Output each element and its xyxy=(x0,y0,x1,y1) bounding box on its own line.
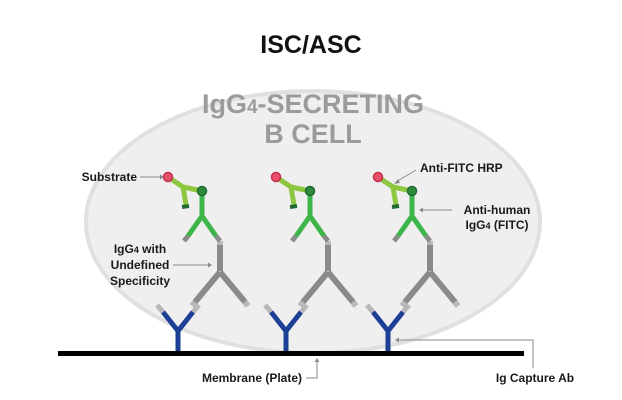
hrp-stem xyxy=(288,186,297,206)
fitc-dot xyxy=(304,185,316,197)
anti-fitc-hrp-leader xyxy=(395,169,417,183)
fitc-dot xyxy=(406,185,418,197)
igg4-antibody xyxy=(297,241,359,308)
capture-antibody xyxy=(155,303,201,351)
capture-ab-left-tip xyxy=(365,303,375,314)
anti-human-right-arm xyxy=(199,214,219,238)
igg4-right-tip xyxy=(452,300,461,308)
label-anti-human-line1: Anti-human xyxy=(464,203,531,217)
anti-human-right-tip xyxy=(424,234,432,243)
capture-ab-right-arm xyxy=(176,310,195,333)
substrate-dot xyxy=(372,171,384,183)
cell-label-line2: B CELL xyxy=(264,119,362,149)
anti-human-left-arm xyxy=(395,214,415,238)
anti-human-antibody xyxy=(182,193,222,243)
label-igg4-line1: IgG4 with xyxy=(114,242,166,256)
anti-human-right-tip xyxy=(322,234,330,243)
label-igg4-line2: Undefined xyxy=(111,258,170,272)
igg4-left-tip xyxy=(189,300,198,308)
igg4-right-arm xyxy=(217,270,248,304)
capture-ab-right-tip xyxy=(401,303,411,314)
igg4-antibody xyxy=(189,241,251,308)
anti-human-left-arm xyxy=(185,214,205,238)
antibody-assembly xyxy=(365,171,461,351)
anti-human-right-arm xyxy=(307,214,327,238)
anti-fitc-hrp-arrowhead xyxy=(394,179,400,184)
capture-leader xyxy=(399,339,534,368)
capture-antibody xyxy=(263,303,309,351)
igg4-left-tip xyxy=(399,300,408,308)
igg4-right-tip xyxy=(242,300,251,308)
capture-ab-left-arm xyxy=(269,310,288,333)
capture-ab-right-arm xyxy=(284,310,303,333)
capture-ab-right-arm xyxy=(386,310,405,333)
antibody-assemblies xyxy=(155,171,461,351)
igg4-right-tip xyxy=(350,300,359,308)
hrp-tip xyxy=(289,204,298,209)
leader-lines xyxy=(140,169,534,379)
hrp-stem xyxy=(390,186,399,206)
label-substrate: Substrate xyxy=(82,170,138,184)
label-igg4-line3: Specificity xyxy=(110,274,170,288)
diagram-title: ISC/ASC xyxy=(260,31,361,59)
capture-ab-left-tip xyxy=(155,303,165,314)
label-membrane: Membrane (Plate) xyxy=(202,371,302,385)
anti-human-right-arm xyxy=(409,214,429,238)
membrane-plate xyxy=(58,351,524,356)
capture-ab-left-arm xyxy=(161,310,180,333)
capture-ab-right-tip xyxy=(299,303,309,314)
capture-ab-left-arm xyxy=(371,310,390,333)
cell-label-line1: IgG4-SECRETING xyxy=(202,89,424,119)
anti-human-arrowhead xyxy=(419,207,423,213)
label-anti-fitc-hrp: Anti-FITC HRP xyxy=(420,161,503,175)
anti-human-left-tip xyxy=(392,234,400,243)
substrate-arrowhead xyxy=(160,174,164,180)
hrp-tip xyxy=(181,204,190,209)
capture-ab-left-tip xyxy=(263,303,273,314)
igg4-arrowhead xyxy=(208,262,212,268)
igg4-right-arm xyxy=(325,270,356,304)
hrp-stem xyxy=(180,186,189,206)
substrate-dot xyxy=(270,171,282,183)
anti-human-left-tip xyxy=(182,234,190,243)
antibody-assembly xyxy=(263,171,359,351)
anti-fitc-hrp xyxy=(270,171,316,209)
igg4-left-arm xyxy=(192,270,223,304)
fitc-dot xyxy=(196,185,208,197)
igg4-left-arm xyxy=(402,270,433,304)
membrane-arrowhead xyxy=(314,358,320,362)
anti-human-left-tip xyxy=(290,234,298,243)
igg4-antibody xyxy=(399,241,461,308)
anti-fitc-hrp xyxy=(162,171,208,209)
hrp-tip xyxy=(391,204,400,209)
igg4-left-tip xyxy=(297,300,306,308)
anti-human-right-tip xyxy=(214,234,222,243)
anti-fitc-hrp xyxy=(372,171,418,209)
anti-human-left-arm xyxy=(293,214,313,238)
anti-human-antibody xyxy=(290,193,330,243)
label-anti-human-line2: IgG4 (FITC) xyxy=(465,218,528,232)
anti-human-antibody xyxy=(392,193,432,243)
igg4-right-arm xyxy=(427,270,458,304)
capture-ab-right-tip xyxy=(191,303,201,314)
capture-antibody xyxy=(365,303,411,351)
capture-arrowhead xyxy=(395,337,399,343)
substrate-dot xyxy=(162,171,174,183)
antibody-assembly xyxy=(155,171,251,351)
label-capture-ab: Ig Capture Ab xyxy=(496,371,574,385)
igg4-left-arm xyxy=(300,270,331,304)
membrane-leader xyxy=(306,362,318,379)
